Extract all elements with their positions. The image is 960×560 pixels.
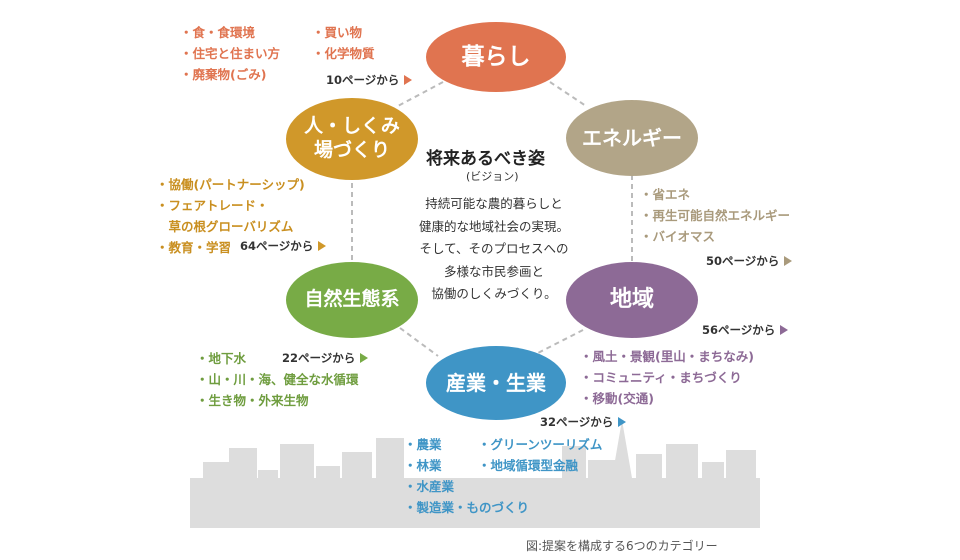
- node-hito-label-line1: 人・しくみ: [304, 115, 400, 138]
- list-kurashi-a: 食・食環境 住宅と住まい方 廃棄物(ごみ): [180, 22, 281, 85]
- triangle-right-icon: [618, 417, 627, 427]
- list-item: 生き物・外来生物: [196, 390, 359, 411]
- page-ref-text: 56ページから: [702, 323, 776, 337]
- vision-line: 持続可能な農的暮らしと: [425, 196, 563, 211]
- list-item: 再生可能自然エネルギー: [640, 205, 791, 226]
- triangle-right-icon: [404, 75, 413, 85]
- list-item: 地下水: [196, 348, 359, 369]
- node-energy: エネルギー: [566, 100, 698, 176]
- triangle-right-icon: [780, 325, 789, 335]
- list-item: 農業: [404, 434, 529, 455]
- list-item: 化学物質: [312, 43, 375, 64]
- node-sangyo: 産業・生業: [426, 346, 566, 420]
- page-ref-sangyo: 32ページから: [540, 414, 627, 430]
- list-item: 移動(交通): [580, 388, 754, 409]
- node-energy-label: エネルギー: [582, 125, 682, 150]
- page-ref-text: 50ページから: [706, 254, 780, 268]
- list-item: 地域循環型金融: [478, 455, 602, 476]
- list-item: 山・川・海、健全な水循環: [196, 369, 359, 390]
- list-item: 協働(パートナーシップ): [156, 174, 305, 195]
- list-item: 草の根グローバリズム: [168, 219, 294, 234]
- list-sangyo-b: グリーンツーリズム 地域循環型金融: [478, 434, 603, 476]
- list-item: 教育・学習: [156, 237, 305, 258]
- page-ref-text: 10ページから: [326, 73, 400, 87]
- vision-title: 将来あるべき姿: [426, 149, 545, 169]
- vision-line: 健康的な地域社会の実現。: [418, 218, 569, 234]
- list-item: グリーンツーリズム: [478, 434, 603, 455]
- page-ref-hito: 64ページから: [240, 238, 327, 254]
- node-shizen-label: 自然生態系: [304, 288, 400, 311]
- figure-caption: 図:提案を構成する6つのカテゴリー: [526, 539, 718, 553]
- vision-line: 協働のしくみづくり。: [431, 286, 557, 301]
- list-item: 住宅と住まい方: [180, 43, 281, 64]
- node-chiiki-label: 地域: [609, 287, 654, 313]
- list-sangyo-a: 農業 林業 水産業 製造業・ものづくり: [404, 434, 530, 518]
- node-hito-label-line2: 場づくり: [313, 139, 390, 161]
- list-item: 風土・景観(里山・まちなみ): [580, 346, 754, 367]
- list-hito: 協働(パートナーシップ) フェアトレード・ 草の根グローバリズム 教育・学習: [156, 174, 305, 258]
- node-kurashi: 暮らし: [426, 22, 566, 92]
- list-chiiki: 風土・景観(里山・まちなみ) コミュニティ・まちづくり 移動(交通): [580, 346, 754, 409]
- list-item: 買い物: [312, 22, 375, 43]
- page-ref-chiiki: 56ページから: [702, 322, 789, 338]
- vision-body: 持続可能な農的暮らしと 健康的な地域社会の実現。 そして、そのプロセスへの 多様…: [396, 193, 592, 306]
- triangle-right-icon: [784, 256, 793, 266]
- list-item: 林業: [404, 455, 529, 476]
- node-hito: 人・しくみ 場づくり: [286, 98, 418, 180]
- list-item: バイオマス: [640, 226, 790, 247]
- list-item: 製造業・ものづくり: [404, 497, 530, 518]
- page-ref-text: 22ページから: [282, 351, 356, 365]
- list-kurashi-b: 買い物 化学物質: [312, 22, 375, 64]
- list-energy: 省エネ 再生可能自然エネルギー バイオマス: [640, 184, 791, 247]
- list-item: 水産業: [404, 476, 529, 497]
- node-shizen: 自然生態系: [286, 262, 418, 338]
- list-item: フェアトレード・: [156, 195, 305, 216]
- triangle-right-icon: [318, 241, 327, 251]
- node-kurashi-label: 暮らし: [461, 43, 531, 70]
- list-shizen: 地下水 山・川・海、健全な水循環 生き物・外来生物: [196, 348, 359, 411]
- vision-subtitle: (ビジョン): [466, 170, 519, 183]
- page-ref-shizen: 22ページから: [282, 350, 369, 366]
- page-ref-kurashi: 10ページから: [326, 72, 413, 88]
- list-item: 廃棄物(ごみ): [180, 64, 280, 85]
- page-ref-energy: 50ページから: [706, 253, 793, 269]
- vision-line: そして、そのプロセスへの: [419, 241, 569, 256]
- triangle-right-icon: [360, 353, 369, 363]
- node-chiiki: 地域: [566, 262, 698, 338]
- list-item: 省エネ: [640, 184, 790, 205]
- page-ref-text: 32ページから: [540, 415, 614, 429]
- node-sangyo-label: 産業・生業: [446, 370, 546, 395]
- list-item: コミュニティ・まちづくり: [580, 367, 754, 388]
- vision-line: 多様な市民参画と: [443, 263, 544, 279]
- list-item: 食・食環境: [180, 22, 280, 43]
- page-ref-text: 64ページから: [240, 239, 314, 253]
